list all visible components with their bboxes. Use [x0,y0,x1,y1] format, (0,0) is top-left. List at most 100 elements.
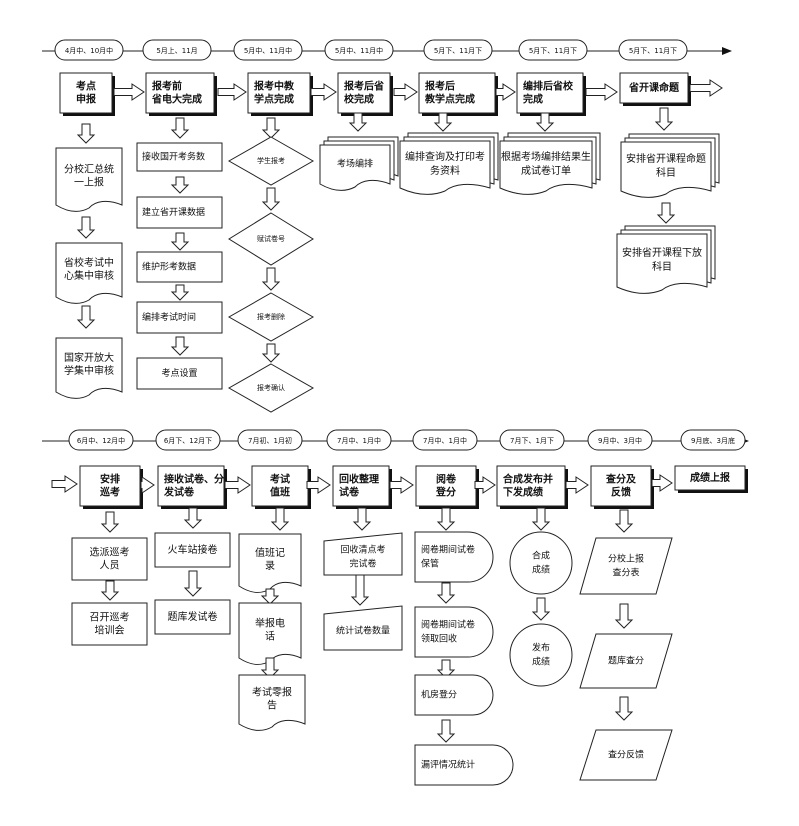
node-text: 阅卷期间试卷 [421,619,475,631]
down-arrow [261,117,281,139]
node-text: 维护形考数据 [142,261,196,273]
node-text: 查分表 [612,567,639,579]
node-text: 培训会 [95,624,125,637]
down-arrow [183,570,203,597]
timeline-pill: 5月下、11月下 [618,39,688,61]
node-text: 统计试卷数量 [336,625,390,637]
node-text: 题库发试卷 [168,610,218,623]
node-text: 保管 [421,558,439,570]
step-box-receive-data: 接收国开考务数 [136,142,223,172]
node-text: 建立省开课数据 [142,206,205,218]
timeline-pill: 6月中、12月中 [68,429,134,451]
node-text: 科目 [656,166,676,179]
node-text: 值班 [270,486,290,499]
down-arrow [76,123,96,144]
flow-arrow [306,476,331,494]
node-text: 成绩上报 [690,471,730,484]
down-arrow [436,582,456,604]
down-arrow [100,580,120,601]
node-text: 话 [265,631,275,643]
node-text: 回收整理 [339,473,379,486]
node-text: 报考删除 [257,312,285,321]
node-text: 登分 [435,486,456,499]
node-text: 申报 [76,93,96,106]
step-delay-missed-stats: 漏评情况统计 [414,744,514,786]
node-text: 心集中审核 [64,269,114,282]
timeline-pill: 7月中、1月中 [326,429,392,451]
node-text: 安排省开课程命题 [626,152,706,165]
timeline-pill: 5月下、11月下 [423,39,493,61]
down-arrow [614,696,634,721]
down-arrow [614,509,634,533]
down-arrow [531,597,551,621]
step-delay-lab-entry: 机房登分 [414,674,494,716]
step-box-exam-schedule: 编排考试时间 [136,301,223,334]
down-arrow [614,603,634,629]
node-text: 考试零报 [252,686,292,699]
flow-arrow [217,83,247,101]
node-text: 举报电 [255,617,285,630]
timeline-pill: 9月底、3月底 [680,429,746,451]
down-arrow [100,511,120,533]
node-text: 完成 [523,93,543,106]
node-text: 编排考试时间 [142,311,196,323]
down-arrow [170,284,190,301]
node-text: 7月初、1月初 [248,436,292,445]
node-text: 9月底、3月底 [691,436,735,445]
node-text: 7月中、1月中 [423,436,467,445]
node-text: 校完成 [344,93,374,106]
node-text: 学点完成 [254,93,294,106]
node-text: 选派巡考 [90,546,130,559]
timeline-pill: 7月中、1月中 [412,429,478,451]
node-text: 7月中、1月中 [337,436,381,445]
step-box-build-course-data: 建立省开课数据 [136,196,223,229]
flow-arrow [585,83,618,101]
timeline-pill: 9月中、3月中 [587,429,653,451]
node-text: 试卷 [339,486,360,499]
down-arrow [76,305,96,329]
node-text: 人员 [100,560,120,572]
node-text: 考试 [270,473,290,486]
down-arrow [261,187,281,211]
step-box-station-pickup: 火车站接卷 [154,532,231,568]
node-text: 编排查询及打印考 [405,150,485,163]
down-arrow [270,507,290,531]
down-arrow [348,112,368,132]
node-text: 题库查分 [608,655,644,667]
step-decision-student-register: 学生报考 [227,136,315,186]
down-arrow [436,719,456,743]
node-text: 回收清点考 [340,544,385,556]
node-text: 成试卷订单 [521,164,571,177]
down-arrow [170,117,190,139]
step-box-distribute-papers: 题库发试卷 [154,599,231,635]
node-text: 报考后省 [344,80,384,93]
down-arrow [260,657,280,679]
node-text: 查分反馈 [608,749,644,761]
node-text: 阅卷期间试卷 [421,544,475,556]
node-text: 漏评情况统计 [421,759,475,771]
node-text: 火车站接卷 [168,543,218,556]
down-arrow [260,588,280,605]
flow-arrow [565,476,589,494]
node-text: 值班记 [255,546,285,559]
node-text: 6月中、12月中 [77,436,125,445]
